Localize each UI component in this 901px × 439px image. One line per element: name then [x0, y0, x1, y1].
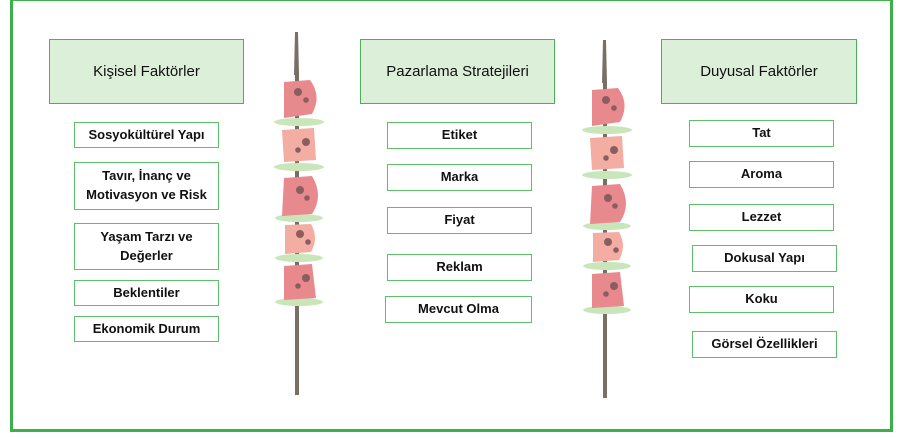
- item-gorsel-ozellikleri: Görsel Özellikleri: [692, 331, 837, 358]
- item-koku: Koku: [689, 286, 834, 313]
- item-mevcut-olma: Mevcut Olma: [385, 296, 532, 323]
- item-fiyat: Fiyat: [387, 207, 532, 234]
- item-yasam-tarzi: Yaşam Tarzı ve Değerler: [74, 223, 219, 270]
- item-beklentiler: Beklentiler: [74, 280, 219, 306]
- item-ekonomik-durum: Ekonomik Durum: [74, 316, 219, 342]
- item-etiket: Etiket: [387, 122, 532, 149]
- item-tavir-inanc: Tavır, İnanç ve Motivasyon ve Risk: [74, 162, 219, 210]
- header-duyusal-faktorler: Duyusal Faktörler: [661, 39, 857, 104]
- item-aroma: Aroma: [689, 161, 834, 188]
- header-pazarlama-stratejileri: Pazarlama Stratejileri: [360, 39, 555, 104]
- item-tat: Tat: [689, 120, 834, 147]
- item-marka: Marka: [387, 164, 532, 191]
- item-reklam: Reklam: [387, 254, 532, 281]
- header-kisisel-faktorler: Kişisel Faktörler: [49, 39, 244, 104]
- item-dokusal-yapi: Dokusal Yapı: [692, 245, 837, 272]
- item-sosyokulturel-yapi: Sosyokültürel Yapı: [74, 122, 219, 148]
- skewer-illustration-left: [262, 30, 337, 400]
- skewer-illustration-right: [570, 38, 645, 403]
- item-lezzet: Lezzet: [689, 204, 834, 231]
